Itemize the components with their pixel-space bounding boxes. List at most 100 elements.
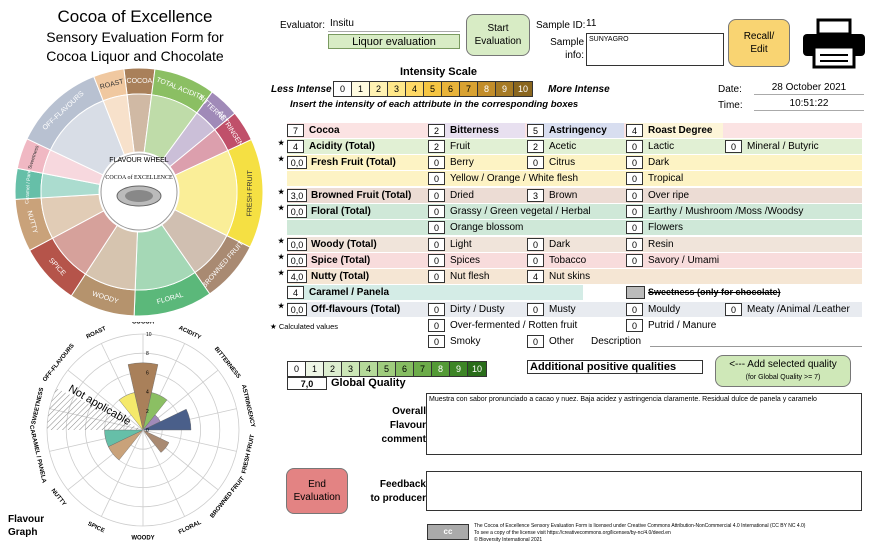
intensity-step-6: 6 — [442, 82, 460, 96]
caramel-label: Caramel / Panela — [309, 287, 390, 298]
wheel-sector-label: FRESH FRUIT — [247, 169, 255, 216]
orange-label: Orange blossom — [450, 222, 524, 233]
citrus-intensity-field[interactable]: 0 — [527, 156, 544, 169]
radar-spoke — [142, 429, 186, 517]
radar-sector — [142, 429, 170, 453]
earthy-intensity-field[interactable]: 0 — [626, 205, 643, 218]
tobacco-intensity-field[interactable]: 0 — [527, 254, 544, 267]
nutty-intensity-field[interactable]: 4,0 — [287, 270, 307, 283]
quality-step-1: 1 — [306, 362, 324, 376]
putrid-label: Putrid / Manure — [648, 320, 717, 331]
spice-intensity-field[interactable]: 0,0 — [287, 254, 307, 267]
yellow-intensity-field[interactable]: 0 — [428, 172, 445, 185]
caramel-intensity-field[interactable]: 4 — [287, 286, 304, 299]
woody-label: Woody (Total) — [311, 239, 377, 250]
meaty-intensity-field[interactable]: 0 — [725, 303, 742, 316]
nutskins-label: Nut skins — [549, 271, 591, 282]
dark-intensity-field[interactable]: 0 — [626, 156, 643, 169]
sample-id-field[interactable]: 11 — [586, 18, 597, 29]
dirty-intensity-field[interactable]: 0 — [428, 303, 445, 316]
intensity-step-9: 9 — [496, 82, 514, 96]
spices-intensity-field[interactable]: 0 — [428, 254, 445, 267]
tropical-intensity-field[interactable]: 0 — [626, 172, 643, 185]
intensity-step-4: 4 — [406, 82, 424, 96]
feedback-field[interactable] — [426, 471, 862, 511]
smoky-intensity-field[interactable]: 0 — [428, 335, 445, 348]
attribute-cell-bg — [527, 123, 624, 138]
dried-intensity-field[interactable]: 0 — [428, 189, 445, 202]
overall-comment-field[interactable]: Muestra con sabor pronunciado a cacao y … — [426, 393, 862, 455]
time-field[interactable]: 10:51:22 — [754, 98, 864, 111]
light-intensity-field[interactable]: 0 — [428, 238, 445, 251]
mouldy-intensity-field[interactable]: 0 — [626, 303, 643, 316]
roast-intensity-field[interactable]: 4 — [626, 124, 643, 137]
additional-qualities-field[interactable]: Additional positive qualities — [527, 360, 703, 374]
lactic-intensity-field[interactable]: 0 — [626, 140, 643, 153]
offflav-intensity-field[interactable]: 0,0 — [287, 303, 307, 316]
radar-sector — [127, 362, 159, 431]
description-field[interactable] — [650, 346, 862, 347]
date-field[interactable]: 28 October 2021 — [754, 82, 864, 95]
quality-step-0: 0 — [288, 362, 306, 376]
wdark-intensity-field[interactable]: 0 — [527, 238, 544, 251]
musty-intensity-field[interactable]: 0 — [527, 303, 544, 316]
resin-intensity-field[interactable]: 0 — [626, 238, 643, 251]
feedback-label: Feedback to producer — [370, 479, 426, 504]
woody-intensity-field[interactable]: 0,0 — [287, 238, 307, 251]
tropical-label: Tropical — [648, 173, 684, 184]
bitterness-intensity-field[interactable]: 2 — [428, 124, 445, 137]
mineral-intensity-field[interactable]: 0 — [725, 140, 742, 153]
quality-step-7: 7 — [414, 362, 432, 376]
end-evaluation-button[interactable]: End Evaluation — [286, 468, 348, 514]
astringency-intensity-field[interactable]: 5 — [527, 124, 544, 137]
radar-tick-label: 8 — [146, 351, 149, 357]
flowers-intensity-field[interactable]: 0 — [626, 221, 643, 234]
other-intensity-field[interactable]: 0 — [527, 335, 544, 348]
overripe-intensity-field[interactable]: 0 — [626, 189, 643, 202]
meaty-label: Meaty /Animal /Leather — [747, 304, 850, 315]
berry-intensity-field[interactable]: 0 — [428, 156, 445, 169]
radar-category-label: WOODY — [131, 536, 154, 542]
sweetness-intensity-field[interactable] — [626, 286, 645, 299]
printer-icon[interactable] — [800, 17, 868, 71]
grassy-intensity-field[interactable]: 0 — [428, 205, 445, 218]
acetic-intensity-field[interactable]: 2 — [527, 140, 544, 153]
radar-sector — [104, 429, 144, 447]
nutty-label: Nutty (Total) — [311, 271, 370, 282]
orange-intensity-field[interactable]: 0 — [428, 221, 445, 234]
nutskins-intensity-field[interactable]: 4 — [527, 270, 544, 283]
cocoa-intensity-field[interactable]: 7 — [287, 124, 304, 137]
start-evaluation-button[interactable]: Start Evaluation — [466, 14, 530, 56]
spice-label: Spice (Total) — [311, 255, 371, 266]
mouldy-label: Mouldy — [648, 304, 681, 315]
radar-category-label: FRESH FRUIT — [242, 434, 257, 474]
calc-note: ★ Calculated values — [270, 322, 339, 331]
radar-tick-label: 6 — [146, 370, 149, 376]
bitterness-label: Bitterness — [450, 125, 499, 136]
browned-intensity-field[interactable]: 3,0 — [287, 189, 307, 202]
radar-category-label: FLORAL — [178, 520, 203, 536]
radar-sector — [118, 392, 144, 431]
sample-info-field[interactable]: SUNYAGRO — [586, 33, 724, 66]
savory-intensity-field[interactable]: 0 — [626, 254, 643, 267]
evaluator-field[interactable]: Insitu — [328, 18, 460, 32]
sweetness-label: Sweetness (only for chocolate) — [648, 287, 781, 297]
brown-intensity-field[interactable]: 3 — [527, 189, 544, 202]
putrid-intensity-field[interactable]: 0 — [626, 319, 643, 332]
global-quality-field[interactable]: 7,0 — [287, 377, 327, 390]
acidity-intensity-field[interactable]: 4 — [287, 140, 304, 153]
add-quality-button[interactable]: <--- Add selected quality (for Global Qu… — [715, 355, 851, 387]
recall-edit-button[interactable]: Recall/ Edit — [728, 19, 790, 67]
overferm-intensity-field[interactable]: 0 — [428, 319, 445, 332]
attribute-cell-bg — [428, 123, 525, 138]
freshfruit-intensity-field[interactable]: 0,0 — [287, 156, 307, 169]
radar-spoke — [142, 429, 237, 452]
floral-intensity-field[interactable]: 0,0 — [287, 205, 307, 218]
mode-field[interactable]: Liquor evaluation — [328, 34, 460, 49]
more-intense-label: More Intense — [548, 84, 610, 95]
fruit-intensity-field[interactable]: 2 — [428, 140, 445, 153]
intensity-title: Intensity Scale — [400, 66, 478, 78]
nutflesh-intensity-field[interactable]: 0 — [428, 270, 445, 283]
yellow-label: Yellow / Orange / White flesh — [450, 173, 579, 184]
